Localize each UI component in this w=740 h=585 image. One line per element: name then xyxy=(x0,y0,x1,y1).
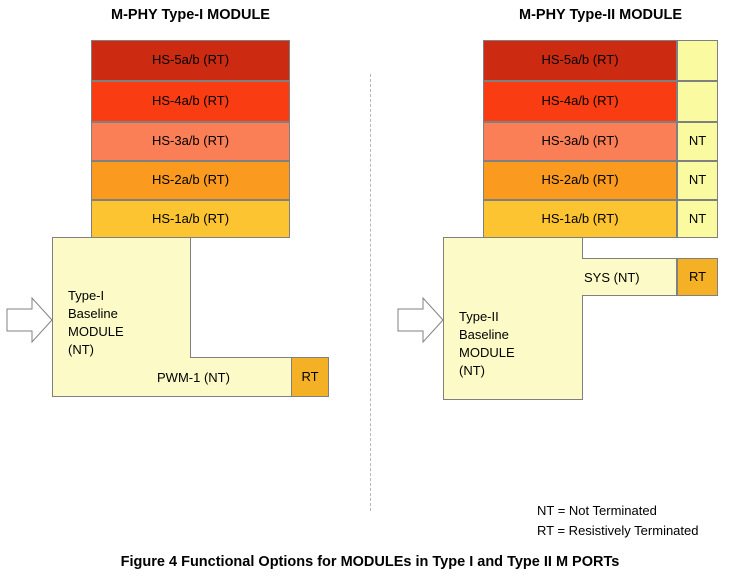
right-hs-band-3: HS-3a/b (RT) xyxy=(483,122,677,161)
left-input-arrow xyxy=(6,296,53,344)
left-baseline-line-2: Baseline xyxy=(68,305,118,321)
right-baseline-module-body xyxy=(443,237,583,400)
right-baseline-module-strip xyxy=(583,258,677,296)
right-nt-cell-5 xyxy=(677,40,718,81)
right-module-title: M-PHY Type-II MODULE xyxy=(519,7,682,23)
left-hs-band-3: HS-3a/b (RT) xyxy=(91,122,290,161)
legend-nt: NT = Not Terminated xyxy=(537,503,657,518)
right-nt-cell-3: NT xyxy=(677,122,718,161)
left-pwm-label: PWM-1 (NT) xyxy=(157,370,230,385)
right-rt-box: RT xyxy=(677,258,718,296)
left-rt-box: RT xyxy=(291,357,329,397)
right-baseline-line-4: (NT) xyxy=(459,362,485,378)
left-hs-band-2: HS-2a/b (RT) xyxy=(91,161,290,200)
right-sys-label: SYS (NT) xyxy=(584,270,640,285)
figure-caption: Figure 4 Functional Options for MODULEs … xyxy=(120,554,620,570)
right-baseline-line-1: Type-II xyxy=(459,309,499,324)
right-nt-cell-4 xyxy=(677,81,718,122)
left-hs-band-5: HS-5a/b (RT) xyxy=(91,40,290,81)
right-baseline-line-3: MODULE xyxy=(459,344,515,360)
right-baseline-label: Type-II Baseline MODULE (NT) xyxy=(459,308,515,380)
left-baseline-label: Type-I Baseline MODULE (NT) xyxy=(68,287,124,359)
right-baseline-seam-mask xyxy=(581,259,586,295)
right-baseline-line-2: Baseline xyxy=(459,326,509,342)
left-module-title: M-PHY Type-I MODULE xyxy=(111,7,270,23)
left-baseline-seam-mask xyxy=(53,355,190,360)
right-hs-band-1: HS-1a/b (RT) xyxy=(483,200,677,238)
right-nt-cell-2: NT xyxy=(677,161,718,200)
right-hs-band-4: HS-4a/b (RT) xyxy=(483,81,677,122)
left-baseline-module-body xyxy=(52,237,191,358)
left-baseline-line-3: MODULE xyxy=(68,323,124,339)
right-input-arrow xyxy=(397,296,444,344)
right-nt-cell-1: NT xyxy=(677,200,718,238)
module-divider xyxy=(370,74,371,511)
left-hs-band-4: HS-4a/b (RT) xyxy=(91,81,290,122)
right-hs-band-5: HS-5a/b (RT) xyxy=(483,40,677,81)
left-baseline-module-strip xyxy=(52,357,292,397)
right-hs-band-2: HS-2a/b (RT) xyxy=(483,161,677,200)
legend-rt: RT = Resistively Terminated xyxy=(537,523,699,538)
left-hs-band-1: HS-1a/b (RT) xyxy=(91,200,290,238)
left-baseline-line-1: Type-I xyxy=(68,288,105,303)
left-baseline-line-4: (NT) xyxy=(68,341,94,357)
